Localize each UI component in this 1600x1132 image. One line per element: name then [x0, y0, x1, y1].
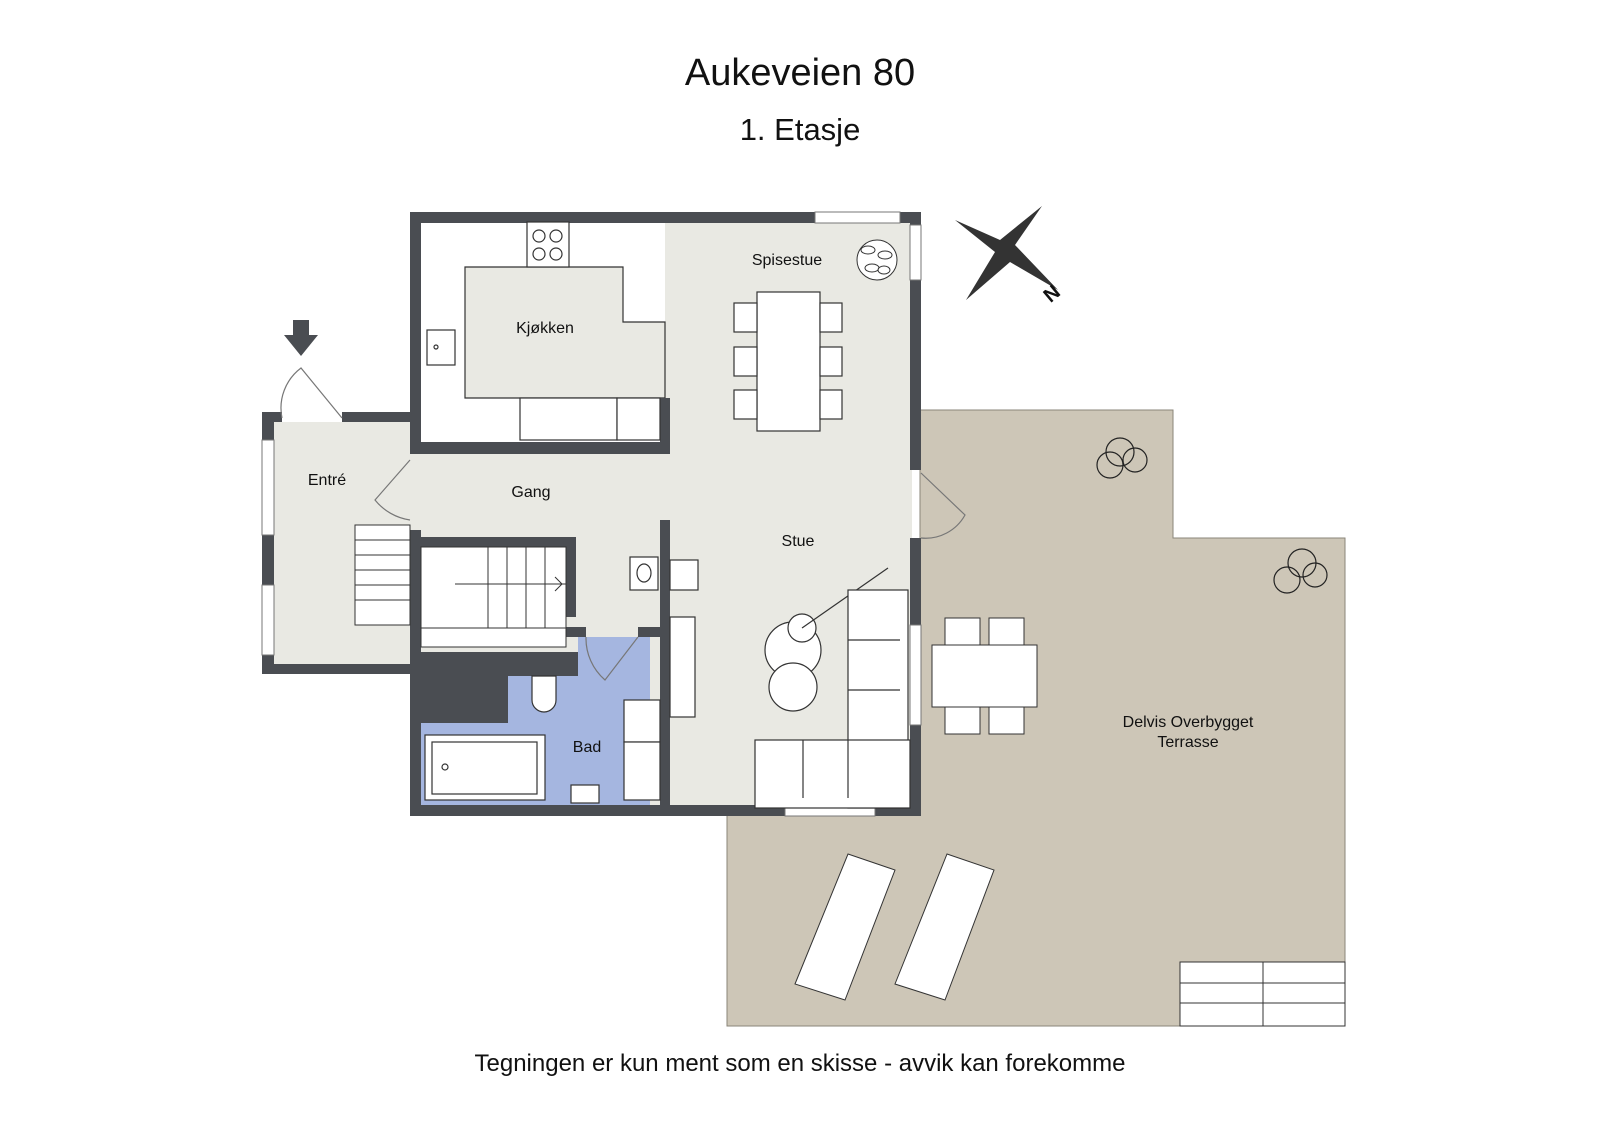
disclaimer: Tegningen er kun ment som en skisse - av… [474, 1050, 1126, 1077]
terrace-furniture [794, 617, 1346, 1027]
plan-title: Aukeveien 80 [684, 52, 916, 94]
room-label-terrasse-line2: Terrasse [1157, 734, 1218, 751]
doors [280, 367, 966, 681]
stairs [354, 524, 567, 648]
plant-icon [856, 239, 898, 281]
compass-rose-icon: N [955, 206, 1065, 307]
room-label-stue: Stue [782, 533, 815, 550]
room-label-spisestue: Spisestue [752, 252, 822, 269]
room-label-bad: Bad [573, 739, 601, 756]
svg-text:N: N [1040, 281, 1065, 307]
kitchen-fixtures [426, 221, 661, 441]
living-room-furniture [629, 556, 911, 809]
room-label-kjokken: Kjøkken [516, 320, 574, 337]
floor-subtitle: 1. Etasje [739, 112, 861, 147]
dining-table [733, 291, 843, 432]
bath-fixtures [424, 675, 661, 804]
entrance-arrow-icon [284, 320, 318, 356]
room-label-gang: Gang [511, 484, 550, 501]
room-label-entre: Entré [308, 472, 346, 489]
room-label-terrasse-line1: Delvis Overbygget [1123, 714, 1254, 731]
plant-icon [1096, 437, 1328, 594]
windows [261, 211, 922, 817]
